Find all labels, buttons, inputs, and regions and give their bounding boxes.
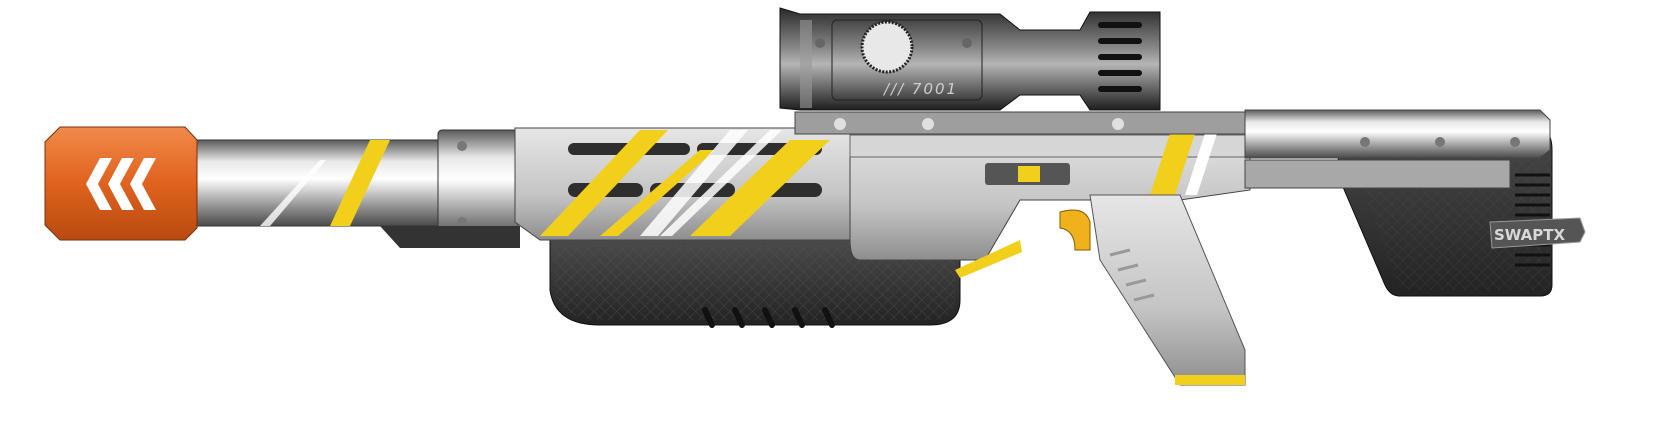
scope-lens-vents: [1098, 22, 1142, 92]
screw-icon: [457, 141, 467, 151]
barrel-highlight: [260, 160, 326, 226]
scope: /// 7001: [779, 7, 1161, 111]
scope-adjustment-knob[interactable]: [860, 20, 914, 74]
handguard: [514, 127, 851, 241]
barrel: [189, 139, 451, 227]
top-rail: [794, 111, 1251, 135]
brand-logo-text: SWAPTX: [1494, 226, 1566, 244]
barrel-stripe: [330, 140, 390, 226]
muzzle-tip: [44, 126, 198, 241]
pistol-grip: [1089, 194, 1246, 386]
stock: SWAPTX: [1244, 109, 1586, 297]
screw-icon: [457, 217, 467, 227]
barrel-collar: [437, 129, 519, 241]
trigger[interactable]: [1059, 209, 1091, 251]
scope-model-label: /// 7001: [882, 80, 958, 98]
brand-logo: SWAPTX: [1489, 217, 1586, 249]
battery-pack: [549, 239, 961, 328]
switch-indicator-icon: [1018, 166, 1040, 182]
receiver: [849, 118, 1251, 278]
chevron-icon: [86, 158, 156, 210]
